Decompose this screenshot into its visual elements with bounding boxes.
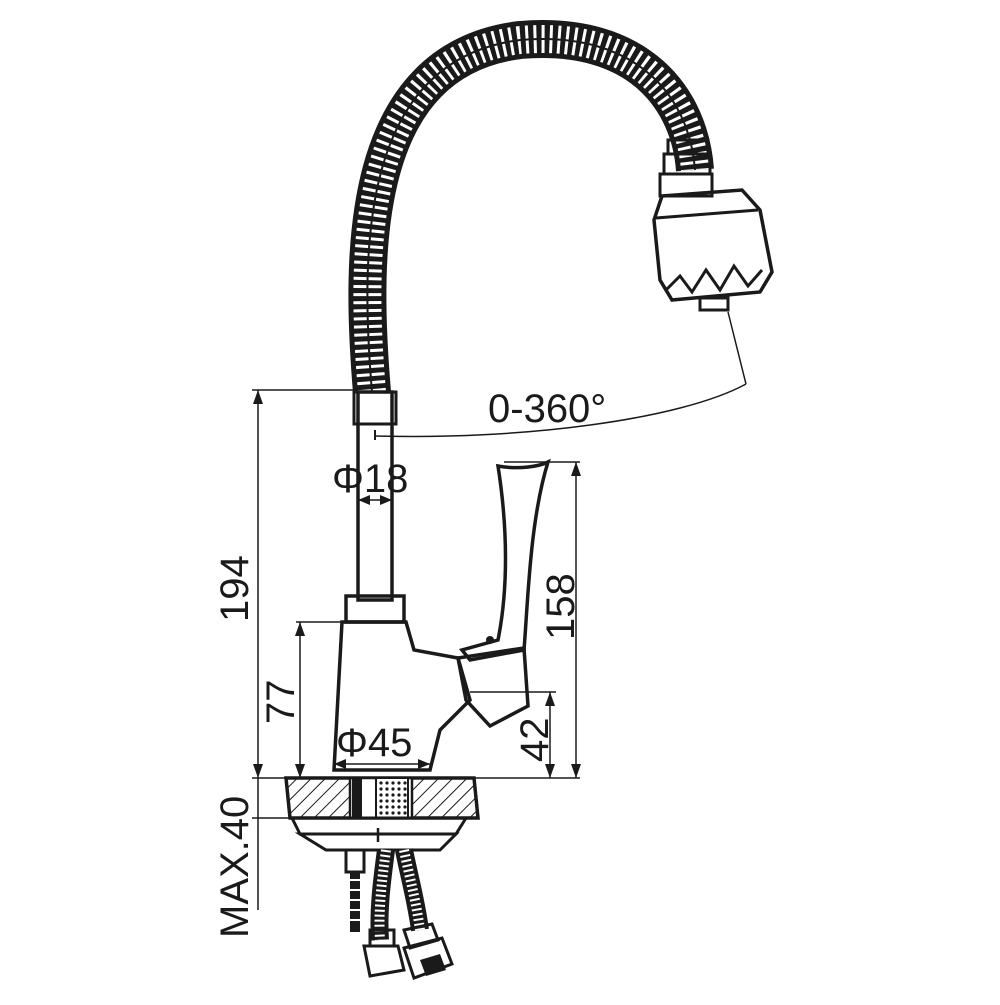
supply-hoses [362, 848, 454, 980]
flexible-hose [348, 20, 714, 394]
dimension-arrows [253, 390, 581, 778]
dim-lever-height: 158 [539, 573, 583, 640]
dim-pipe-diameter: Φ18 [332, 457, 408, 501]
dim-rotation: 0-360° [488, 387, 606, 431]
spray-head [652, 188, 774, 312]
dim-base-diameter: Φ45 [336, 721, 412, 765]
dim-total-height: 194 [213, 555, 257, 622]
lever-handle [455, 458, 551, 729]
dimension-lines [252, 311, 747, 910]
dim-max-mount: MAX.40 [213, 796, 257, 938]
hose-ferrule [658, 138, 714, 198]
dim-handle-offset: 42 [513, 718, 557, 763]
threaded-stud [344, 848, 366, 932]
mounting-base [284, 776, 480, 852]
dim-body-height: 77 [259, 680, 303, 725]
faucet-body [332, 594, 472, 772]
